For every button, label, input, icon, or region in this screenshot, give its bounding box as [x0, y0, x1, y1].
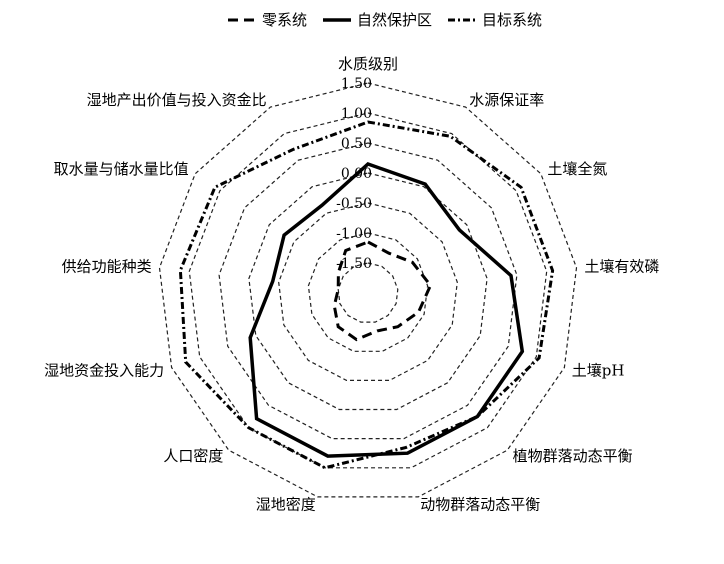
tick-label: -0.50 — [336, 196, 372, 212]
axis-category-label: 取水量与储水量比值 — [54, 160, 189, 178]
axis-category-label: 供给功能种类 — [62, 258, 152, 276]
grid-ring — [337, 262, 399, 323]
tick-label: 0.50 — [341, 136, 372, 152]
legend-label: 零系统 — [262, 11, 307, 29]
tick-label: -1.00 — [336, 226, 372, 242]
series-line — [178, 120, 555, 470]
legend-label: 目标系统 — [482, 11, 542, 29]
radar-grid — [158, 82, 578, 498]
axis-category-label: 植物群落动态平衡 — [513, 447, 633, 465]
axis-category-label: 湿地密度 — [256, 496, 316, 514]
axis-category-label: 土壤pH — [572, 361, 625, 379]
axis-category-label: 水质级别 — [338, 55, 398, 73]
tick-label: 1.50 — [341, 76, 372, 92]
series-line — [248, 162, 525, 458]
axis-category-label: 土壤有效磷 — [584, 258, 659, 276]
series-line — [332, 240, 433, 342]
axis-category-label: 湿地产出价值与投入资金比 — [87, 91, 267, 109]
radar-series — [178, 120, 555, 470]
axis-category-label: 湿地资金投入能力 — [44, 361, 164, 379]
grid-ring — [188, 112, 548, 469]
tick-label: -1.50 — [336, 256, 372, 272]
axis-category-label: 动物群落动态平衡 — [420, 496, 540, 514]
grid-ring — [248, 172, 488, 411]
axis-category-label: 土壤全氮 — [547, 160, 607, 178]
radial-tick-labels: 1.50 1.00 0.50 0.00 -0.50 -1.00 -1.50 — [336, 76, 372, 272]
grid-ring — [278, 202, 458, 381]
tick-label: 1.00 — [341, 106, 372, 122]
tick-label: 0.00 — [341, 166, 372, 182]
legend-label: 自然保护区 — [357, 11, 432, 29]
axis-category-label: 水源保证率 — [469, 91, 544, 109]
grid-ring — [307, 232, 429, 352]
grid-ring — [158, 82, 578, 498]
axis-category-label: 人口密度 — [163, 447, 223, 465]
grid-ring — [218, 142, 518, 440]
legend: 零系统 自然保护区 目标系统 — [228, 11, 542, 29]
